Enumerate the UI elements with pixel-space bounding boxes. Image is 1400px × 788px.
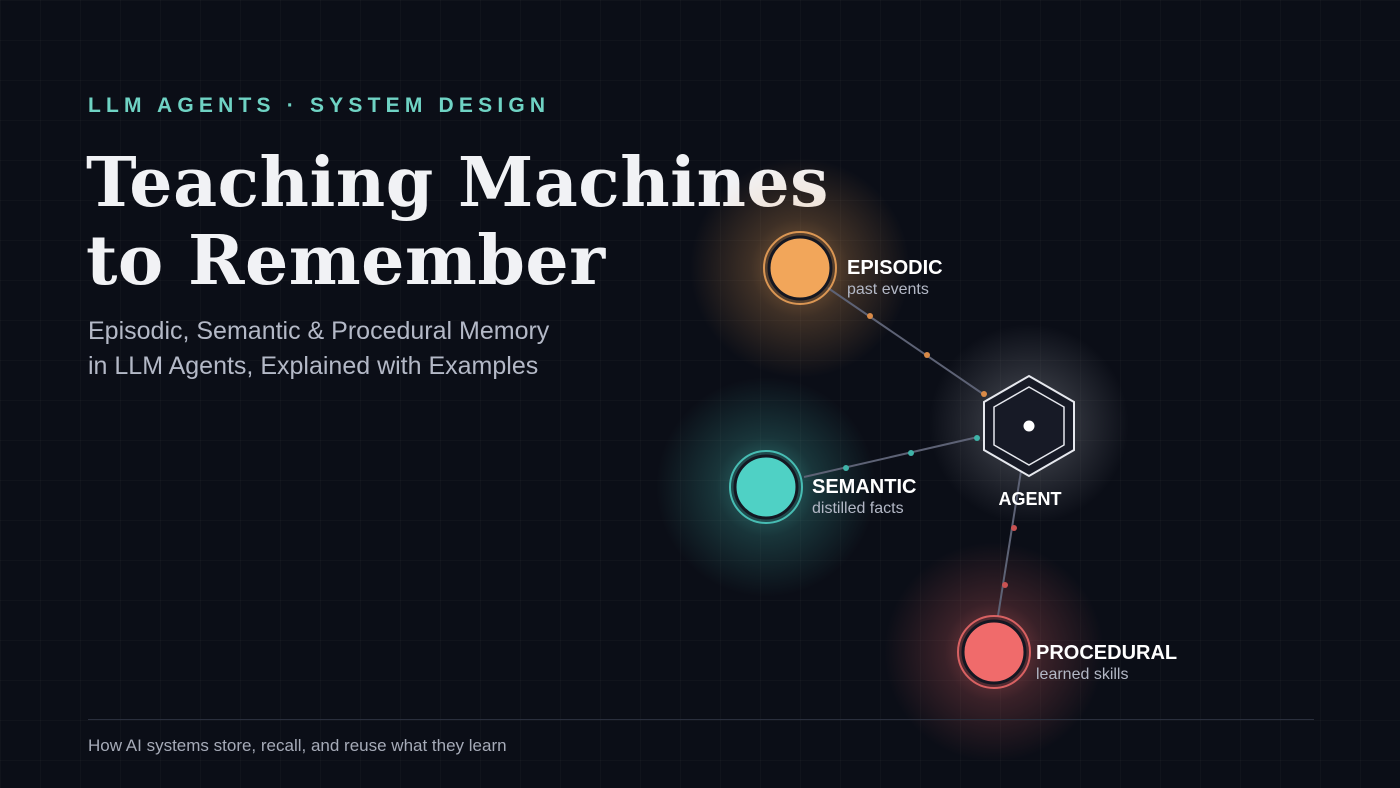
agent-core-dot bbox=[1023, 420, 1035, 432]
semantic-circle-icon bbox=[733, 454, 799, 520]
episodic-node: EPISODIC past events bbox=[763, 231, 943, 305]
episodic-ring bbox=[763, 231, 837, 305]
semantic-connector-dot bbox=[974, 435, 980, 441]
eyebrow-label: LLM AGENTS · SYSTEM DESIGN bbox=[88, 94, 551, 117]
title-line-1: Teaching Machines bbox=[86, 143, 829, 223]
subtitle-line-2: in LLM Agents, Explained with Examples bbox=[88, 352, 539, 380]
agent-node: AGENT bbox=[983, 374, 1075, 509]
procedural-title: PROCEDURAL bbox=[1036, 642, 1177, 664]
episodic-title: EPISODIC bbox=[847, 257, 943, 279]
episodic-connector-dot bbox=[867, 313, 873, 319]
episodic-connector-dot bbox=[981, 391, 987, 397]
semantic-connector-dot bbox=[843, 465, 849, 471]
semantic-subtitle: distilled facts bbox=[812, 500, 904, 517]
procedural-connector-dot bbox=[1011, 525, 1017, 531]
semantic-connector-dot bbox=[908, 450, 914, 456]
episodic-circle-icon bbox=[767, 235, 833, 301]
semantic-ring bbox=[729, 450, 803, 524]
footer-tagline: How AI systems store, recall, and reuse … bbox=[88, 736, 507, 755]
footer-divider bbox=[88, 719, 1314, 720]
title-line-2: to Remember bbox=[86, 221, 606, 301]
inner-hexagon-icon bbox=[993, 386, 1065, 466]
episodic-connector-dot bbox=[924, 352, 930, 358]
page-title: Teaching Machines to Remember bbox=[86, 144, 829, 300]
agent-label: AGENT bbox=[999, 489, 1062, 509]
procedural-subtitle: learned skills bbox=[1036, 666, 1128, 683]
semantic-title: SEMANTIC bbox=[812, 476, 916, 498]
procedural-node: PROCEDURAL learned skills bbox=[957, 615, 1177, 689]
episodic-subtitle: past events bbox=[847, 281, 929, 298]
semantic-node: SEMANTIC distilled facts bbox=[729, 450, 916, 524]
semantic-connector bbox=[803, 436, 979, 478]
subtitle: Episodic, Semantic & Procedural Memory i… bbox=[88, 314, 549, 384]
procedural-connector-dot bbox=[1002, 582, 1008, 588]
procedural-ring bbox=[957, 615, 1031, 689]
episodic-connector bbox=[827, 287, 987, 397]
subtitle-line-1: Episodic, Semantic & Procedural Memory bbox=[88, 317, 550, 345]
procedural-connector bbox=[997, 470, 1022, 617]
procedural-circle-icon bbox=[961, 619, 1027, 685]
